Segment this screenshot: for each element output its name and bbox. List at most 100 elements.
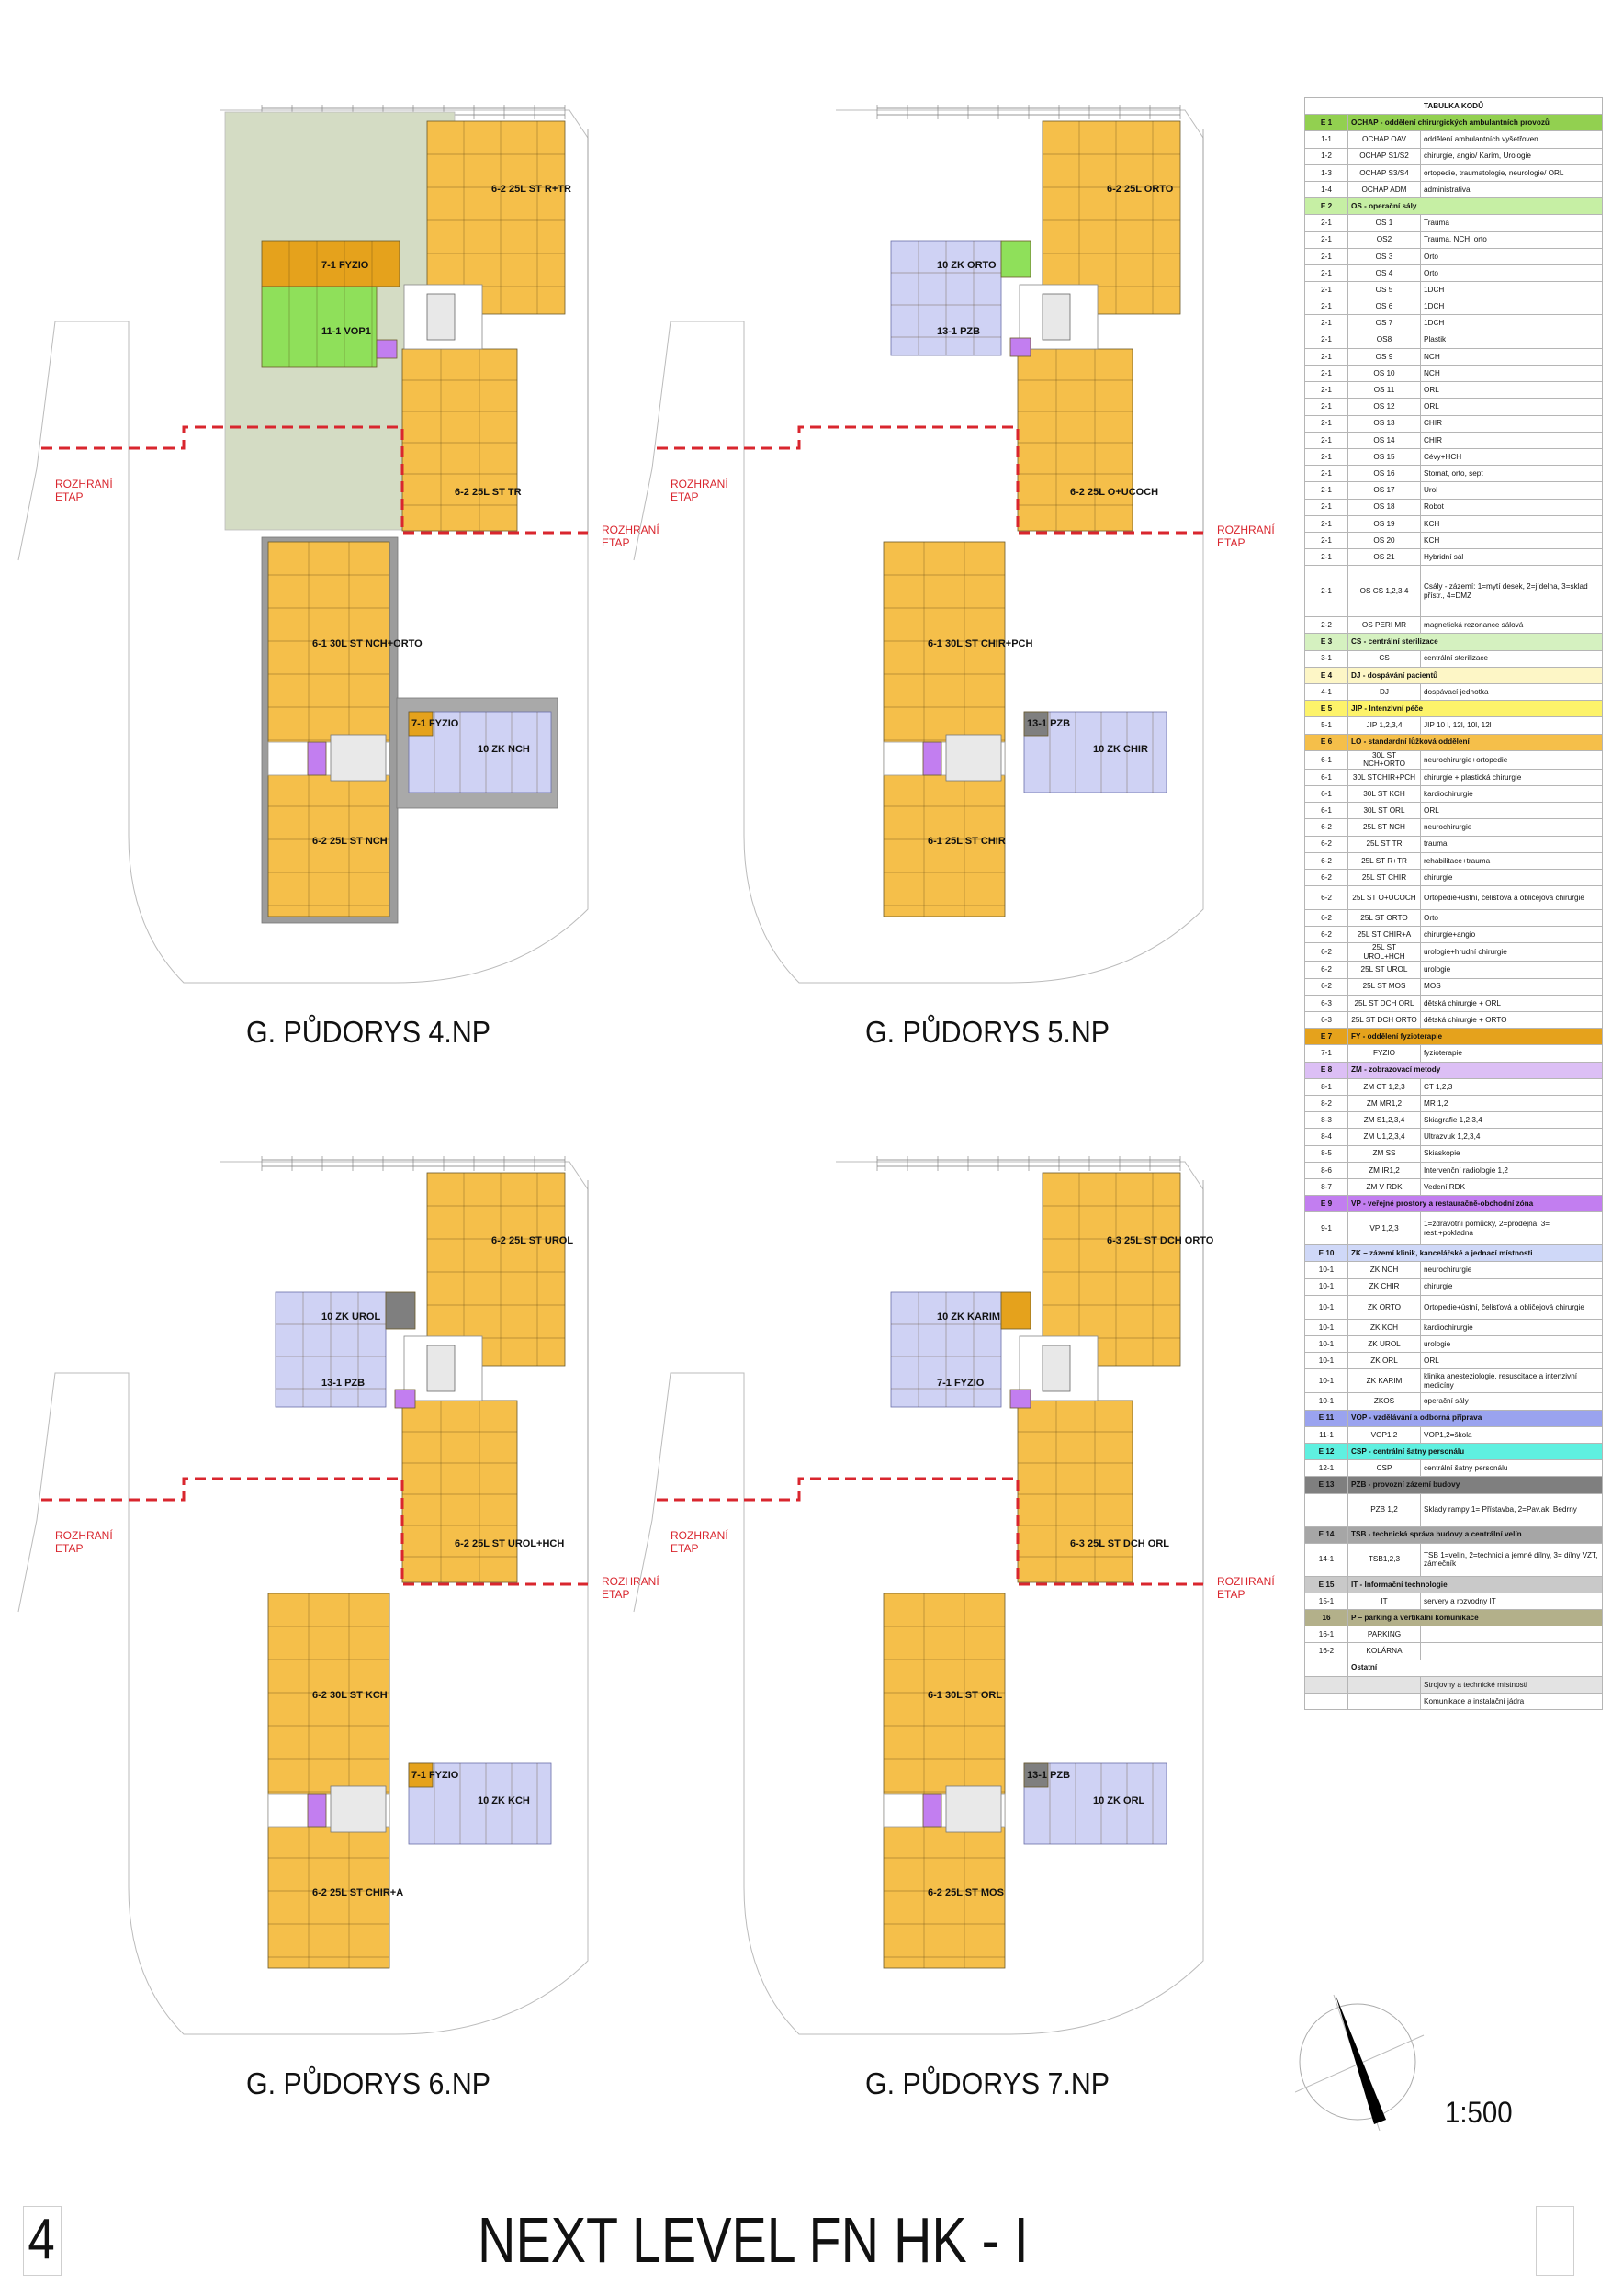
- legend-abbreviation: 25L ST CHIR: [1347, 868, 1421, 887]
- legend-abbreviation: VP 1,2,3: [1347, 1211, 1421, 1246]
- legend-code: 1-4: [1304, 180, 1348, 199]
- legend-description: Intervenční radiologie 1,2: [1420, 1161, 1603, 1179]
- legend-code: 1-3: [1304, 163, 1348, 182]
- physio-zone: [261, 240, 400, 287]
- legend-code: 16-1: [1304, 1626, 1348, 1644]
- ward-zone-upper: [426, 1172, 566, 1367]
- legend-description: KCH: [1420, 531, 1603, 550]
- boundary-label-line1: ROZHRANÍ: [671, 1529, 728, 1542]
- legend-abbreviation: ZM S1,2,3,4: [1347, 1111, 1421, 1130]
- legend-category-code: E 1: [1304, 114, 1348, 132]
- legend-code: [1304, 1675, 1348, 1694]
- legend-code: 2-1: [1304, 514, 1348, 533]
- ward-zone-upper: [1042, 120, 1181, 315]
- legend-abbreviation: VOP1,2: [1347, 1425, 1421, 1444]
- zone-label: 6-3 25L ST DCH ORTO: [1107, 1235, 1214, 1246]
- legend-abbreviation: 30L ST KCH: [1347, 784, 1421, 804]
- legend-code: 8-6: [1304, 1161, 1348, 1179]
- legend-description: Strojovny a technické místnosti: [1420, 1675, 1603, 1694]
- legend-category-name: OCHAP - oddělení chirurgických ambulantn…: [1347, 114, 1603, 132]
- boundary-label-line2: ETAP: [55, 1542, 84, 1555]
- legend-category-code: E 2: [1304, 197, 1348, 216]
- boundary-label-line1: ROZHRANÍ: [1217, 523, 1275, 536]
- legend-code: 2-1: [1304, 465, 1348, 483]
- legend-abbreviation: OCHAP S1/S2: [1347, 147, 1421, 165]
- legend-abbreviation: ZM IR1,2: [1347, 1161, 1421, 1179]
- legend-abbreviation: ZK UROL: [1347, 1334, 1421, 1354]
- plan-title: G. PŮDORYS 6.NP: [246, 2066, 491, 2100]
- vertical-core: [945, 1785, 1002, 1833]
- public-zone: [1009, 337, 1031, 357]
- legend-abbreviation: OS CS 1,2,3,4: [1347, 565, 1421, 618]
- legend-category-code: 16: [1304, 1609, 1348, 1627]
- boundary-label-line2: ETAP: [671, 1542, 699, 1555]
- legend-abbreviation: OS 5: [1347, 281, 1421, 299]
- legend-description: chirurgie+angio: [1420, 926, 1603, 944]
- legend-abbreviation: OS 14: [1347, 431, 1421, 449]
- legend-code: 2-1: [1304, 264, 1348, 283]
- legend-abbreviation: OS 18: [1347, 498, 1421, 516]
- site-outline: [17, 109, 589, 984]
- legend-title: TABULKA KODŮ: [1304, 96, 1603, 116]
- legend-description: magnetická rezonance sálová: [1420, 616, 1603, 635]
- legend-abbreviation: ZKOS: [1347, 1392, 1421, 1411]
- legend-description: klinika anesteziologie, resuscitace a in…: [1420, 1368, 1603, 1394]
- legend-abbreviation: OS 15: [1347, 447, 1421, 467]
- vertical-core: [945, 734, 1002, 782]
- phase-boundary-line: [657, 425, 1203, 535]
- legend-code: [1304, 1492, 1348, 1527]
- legend-category-name: ZM - zobrazovací metody: [1347, 1061, 1603, 1079]
- empty-stamp-box: [1536, 2206, 1574, 2276]
- legend-category-name: VP - veřejné prostory a restauračně-obch…: [1347, 1195, 1603, 1213]
- legend-description: Vedení RDK: [1420, 1177, 1603, 1197]
- boundary-label-line2: ETAP: [1217, 1588, 1245, 1601]
- legend-abbreviation: 25L ST NCH: [1347, 818, 1421, 837]
- zone-label: 13-1 PZB: [321, 1378, 366, 1389]
- legend-category-name: JIP - Intenzivní péče: [1347, 700, 1603, 718]
- legend-code: 2-1: [1304, 214, 1348, 232]
- legend-code: 2-1: [1304, 247, 1348, 265]
- legend-description: administrativa: [1420, 180, 1603, 199]
- legend-description: chirurgie + plastická chirurgie: [1420, 768, 1603, 786]
- legend-description: neurochirurgie+ortopedie: [1420, 749, 1603, 770]
- legend-code: 6-1: [1304, 749, 1348, 770]
- legend-code: 2-1: [1304, 398, 1348, 416]
- legend-abbreviation: OS 7: [1347, 314, 1421, 332]
- legend-abbreviation: IT: [1347, 1592, 1421, 1611]
- legend-description: NCH: [1420, 364, 1603, 383]
- legend-abbreviation: 25L ST R+TR: [1347, 851, 1421, 870]
- legend-description: VOP1,2=škola: [1420, 1425, 1603, 1444]
- ward-zone-lower: [883, 541, 1006, 917]
- page-number: 4: [28, 2208, 55, 2271]
- legend-description: Stomat, orto, sept: [1420, 465, 1603, 483]
- legend-category-code: E 13: [1304, 1476, 1348, 1494]
- legend-code: 14-1: [1304, 1542, 1348, 1577]
- legend-category-name: DJ - dospávání pacientů: [1347, 666, 1603, 685]
